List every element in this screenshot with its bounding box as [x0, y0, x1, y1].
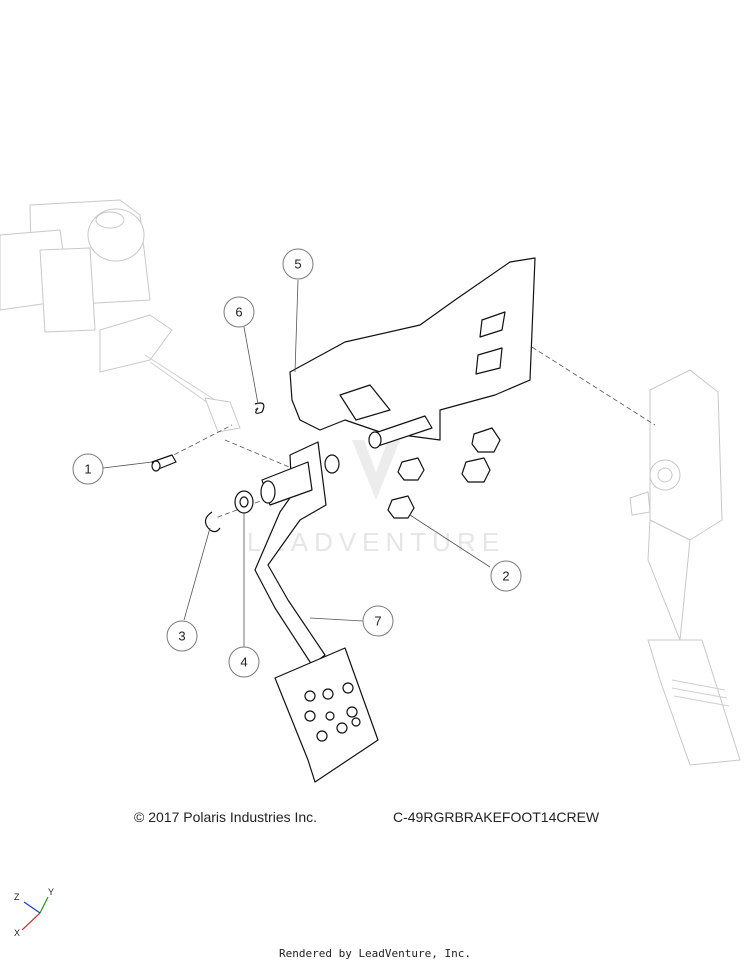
callout-6-label: 6 — [235, 305, 242, 320]
drawing-code: C-49RGRBRAKEFOOT14CREW — [393, 809, 600, 825]
assembly-line — [159, 424, 233, 463]
callout-3-label: 3 — [178, 629, 185, 644]
leader-3 — [183, 527, 211, 621]
copyright-text: © 2017 Polaris Industries Inc. — [134, 809, 318, 825]
washer — [234, 490, 254, 514]
callout-5[interactable]: 5 — [282, 248, 314, 280]
brake-pedal — [254, 441, 379, 783]
callout-1-label: 1 — [84, 462, 91, 477]
callout-4-label: 4 — [240, 655, 247, 670]
axis-triad: Y Z X — [14, 887, 54, 938]
leader-7 — [309, 617, 364, 622]
axis-y-label: Y — [48, 887, 54, 897]
callout-1[interactable]: 1 — [72, 453, 104, 485]
callout-3[interactable]: 3 — [166, 620, 198, 652]
hair-clip — [254, 402, 265, 414]
axis-x-label: X — [14, 928, 20, 938]
clevis-pin — [151, 454, 177, 472]
rendered-by-text: Rendered by LeadVenture, Inc. — [278, 947, 472, 960]
leader-1 — [102, 461, 153, 469]
e-clip — [204, 511, 221, 533]
callout-5-label: 5 — [294, 257, 301, 272]
callout-2-label: 2 — [502, 569, 509, 584]
callout-7[interactable]: 7 — [362, 605, 394, 637]
leader-2 — [409, 514, 491, 568]
callout-4[interactable]: 4 — [228, 646, 260, 678]
leader-6 — [243, 326, 259, 405]
assembly-line — [224, 439, 321, 481]
assembly-line — [504, 329, 656, 426]
axis-z-label: Z — [14, 892, 20, 902]
bushings — [324, 427, 501, 519]
callout-2[interactable]: 2 — [490, 560, 522, 592]
mounting-bracket — [289, 257, 536, 449]
leader-5 — [294, 279, 299, 373]
master-cylinder-ghost — [0, 199, 241, 433]
callout-6[interactable]: 6 — [223, 296, 255, 328]
accelerator-pedal-ghost — [629, 369, 741, 766]
callout-7-label: 7 — [374, 614, 381, 629]
